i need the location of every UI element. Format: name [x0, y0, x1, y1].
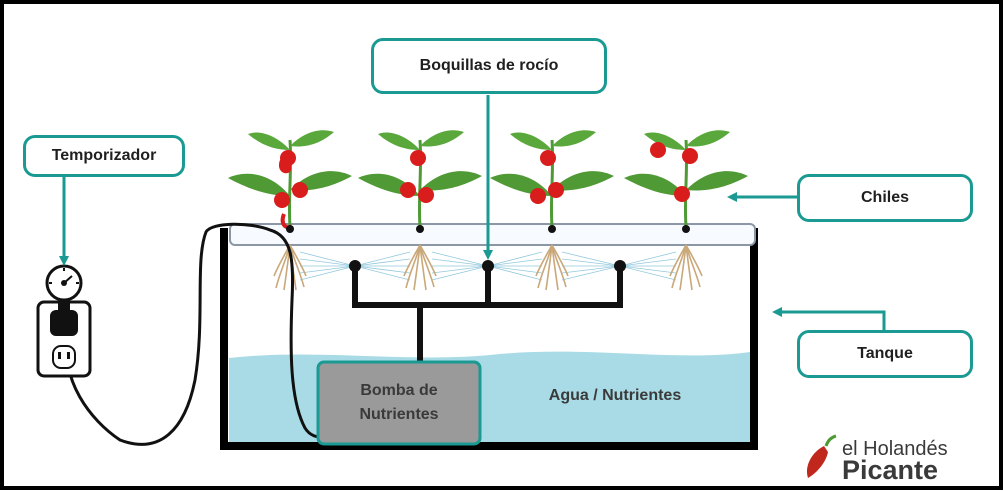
tank-walls — [220, 228, 758, 450]
callout-arrows — [59, 95, 886, 330]
tank-callout: Tanque — [797, 330, 973, 378]
chile-plant — [490, 130, 614, 233]
spray-nozzles — [349, 260, 626, 272]
water-label: Agua / Nutrientes — [548, 387, 682, 404]
brand-line2: Picante — [842, 455, 939, 485]
brand-line1: el Holandés — [842, 438, 948, 460]
nozzles-callout: Boquillas de rocío — [371, 38, 607, 94]
chile-plant — [358, 130, 482, 233]
plant-roots — [273, 244, 703, 291]
chile-plant — [624, 130, 748, 233]
pump-label: Bomba de Nutrientes — [359, 382, 439, 423]
pump-body — [316, 360, 482, 446]
timer-icon — [45, 264, 83, 302]
chili-logo-icon — [806, 434, 837, 478]
nozzle — [349, 260, 361, 272]
timer-callout: Temporizador — [23, 135, 185, 177]
nozzle — [482, 260, 494, 272]
plug-icon — [50, 300, 78, 336]
chiles-callout: Chiles — [797, 174, 973, 222]
chile-plant — [228, 130, 352, 233]
nozzle-pipes — [352, 263, 623, 365]
power-cord — [65, 222, 323, 446]
tank-arrow — [772, 307, 886, 330]
growing-lid — [229, 223, 756, 246]
chile-plants — [228, 130, 748, 233]
nozzle — [614, 260, 626, 272]
spray-mist — [299, 251, 677, 281]
